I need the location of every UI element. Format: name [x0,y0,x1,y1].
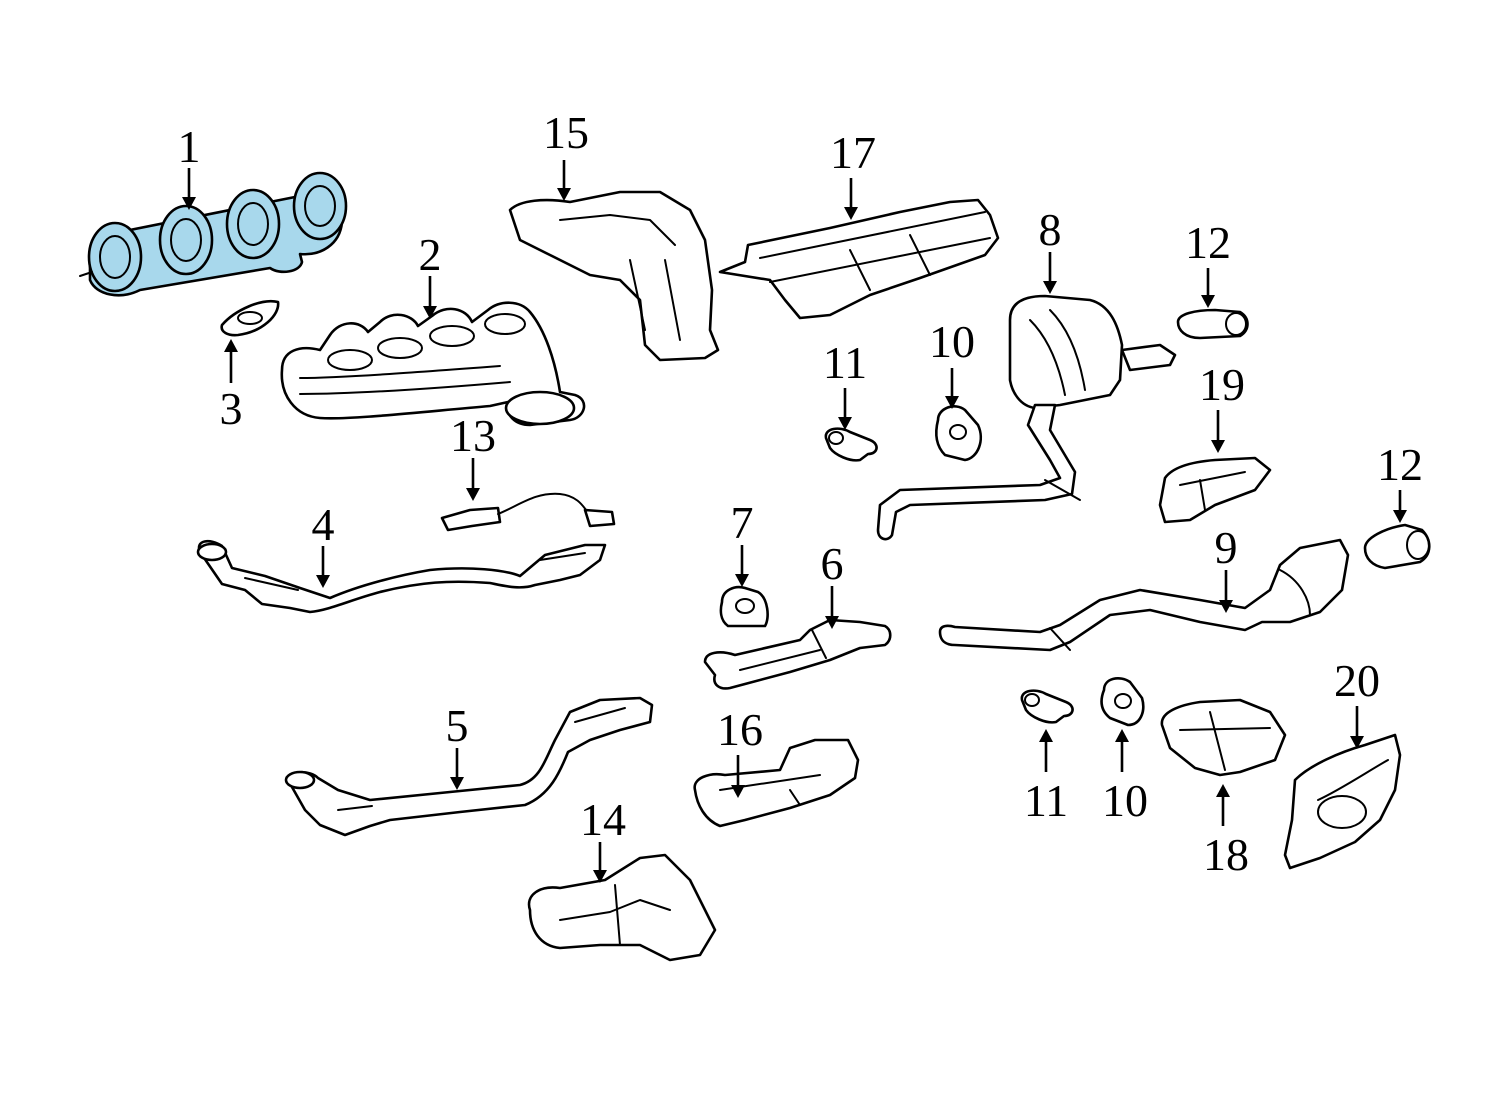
callout-11-lower: 11 [1024,775,1068,826]
part-10-hanger-lower[interactable] [1100,676,1145,727]
part-20-heat-shield[interactable] [1283,733,1402,870]
part-8-rear-muffler[interactable] [876,294,1177,541]
part-2-exhaust-manifold[interactable] [280,301,586,427]
callout-arrows [182,160,1407,883]
part-9-rear-muffler[interactable] [938,538,1350,652]
callout-2: 2 [419,229,442,280]
callout-6: 6 [821,538,844,589]
callout-14: 14 [580,794,626,845]
callout-12-upper: 12 [1185,217,1231,268]
callout-19: 19 [1199,359,1245,410]
callout-10-upper: 10 [929,316,975,367]
callout-labels: 1 2 3 4 5 6 7 8 9 10 10 11 11 12 12 13 1… [178,107,1424,880]
part-7-hanger[interactable] [719,585,769,628]
part-17-heat-shield[interactable] [718,198,1000,320]
part-11-clamp-upper[interactable] [824,427,878,462]
callout-3: 3 [220,383,243,434]
part-6-center-pipe[interactable] [703,618,892,690]
callout-9: 9 [1215,522,1238,573]
callout-20: 20 [1334,655,1380,706]
callout-18: 18 [1203,829,1249,880]
part-1-exhaust-manifold[interactable] [79,171,348,297]
callout-15: 15 [543,107,589,158]
part-13-oxygen-sensor[interactable] [440,492,616,532]
part-18-heat-shield[interactable] [1160,698,1287,777]
callout-4: 4 [312,499,335,550]
part-3-gasket[interactable] [220,299,280,337]
callout-8: 8 [1039,204,1062,255]
part-15-heat-shield[interactable] [508,190,720,362]
callout-10-lower: 10 [1102,775,1148,826]
callout-7: 7 [731,497,754,548]
callout-5: 5 [446,700,469,751]
callout-12-lower: 12 [1377,439,1423,490]
part-11-clamp-lower[interactable] [1020,689,1074,724]
part-14-heat-shield[interactable] [527,853,717,962]
part-19-heat-shield[interactable] [1158,456,1272,524]
callout-11-upper: 11 [823,337,867,388]
callout-1: 1 [178,121,201,172]
callout-16: 16 [717,704,763,755]
callout-13: 13 [450,410,496,461]
part-12-exhaust-tip-lower[interactable] [1363,523,1431,570]
callout-17: 17 [830,127,876,178]
part-12-exhaust-tip-upper[interactable] [1176,308,1249,340]
part-5-front-pipe-converter[interactable] [284,696,654,837]
part-10-hanger-upper[interactable] [934,405,983,462]
part-4-front-pipe-converter[interactable] [196,539,607,614]
